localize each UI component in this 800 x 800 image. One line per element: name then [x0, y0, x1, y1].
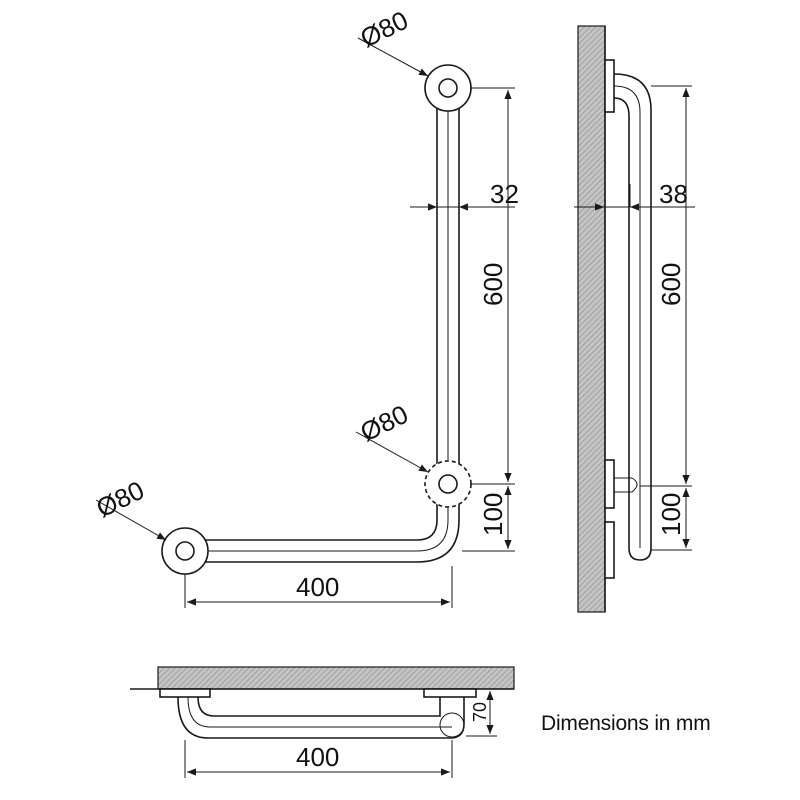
label-dia-left: Ø80 [91, 475, 148, 524]
leader-left [95, 499, 167, 541]
label-front-width: 400 [296, 572, 339, 602]
label-front-lower: 100 [478, 493, 508, 536]
plan-bar-inner [187, 696, 452, 728]
label-dia-top: Ø80 [355, 5, 412, 54]
label-plan-depth: 70 [470, 702, 490, 722]
side-flange-bottom [604, 521, 615, 579]
side-wall [577, 25, 606, 613]
label-front-height: 600 [478, 263, 508, 306]
flange-middle [424, 460, 472, 508]
flange-left-hole [175, 541, 195, 561]
side-bar-outline [613, 73, 652, 561]
flange-top-hole [438, 78, 458, 98]
flange-top [424, 64, 472, 112]
plan-view: 70 400 [130, 666, 515, 778]
label-side-lower: 100 [656, 493, 686, 536]
label-side-height: 600 [656, 263, 686, 306]
side-flange-middle [604, 459, 615, 509]
front-view: Ø80 Ø80 Ø80 32 600 100 400 [91, 5, 519, 608]
label-dia-middle: Ø80 [355, 399, 412, 448]
side-bar-tip [614, 477, 638, 493]
flange-middle-hole [438, 474, 458, 494]
plan-flange-right [423, 688, 477, 698]
plan-wall [157, 666, 515, 690]
label-plan-width: 400 [296, 742, 339, 772]
flange-left [161, 527, 209, 575]
plan-bar-end [439, 712, 465, 738]
side-bar-inner [613, 85, 641, 548]
front-bar-inner-line [190, 92, 449, 552]
leader-top [357, 37, 429, 77]
leader-middle [355, 431, 429, 473]
side-view: 38 600 100 [574, 25, 695, 613]
dimensions-note: Dimensions in mm [541, 712, 711, 735]
front-bar-outline [184, 87, 460, 563]
label-side-offset: 38 [659, 179, 688, 209]
side-flange-top [604, 59, 615, 113]
plan-bar-outline [177, 696, 465, 739]
plan-flange-left [159, 688, 211, 698]
label-front-offset: 32 [490, 179, 519, 209]
